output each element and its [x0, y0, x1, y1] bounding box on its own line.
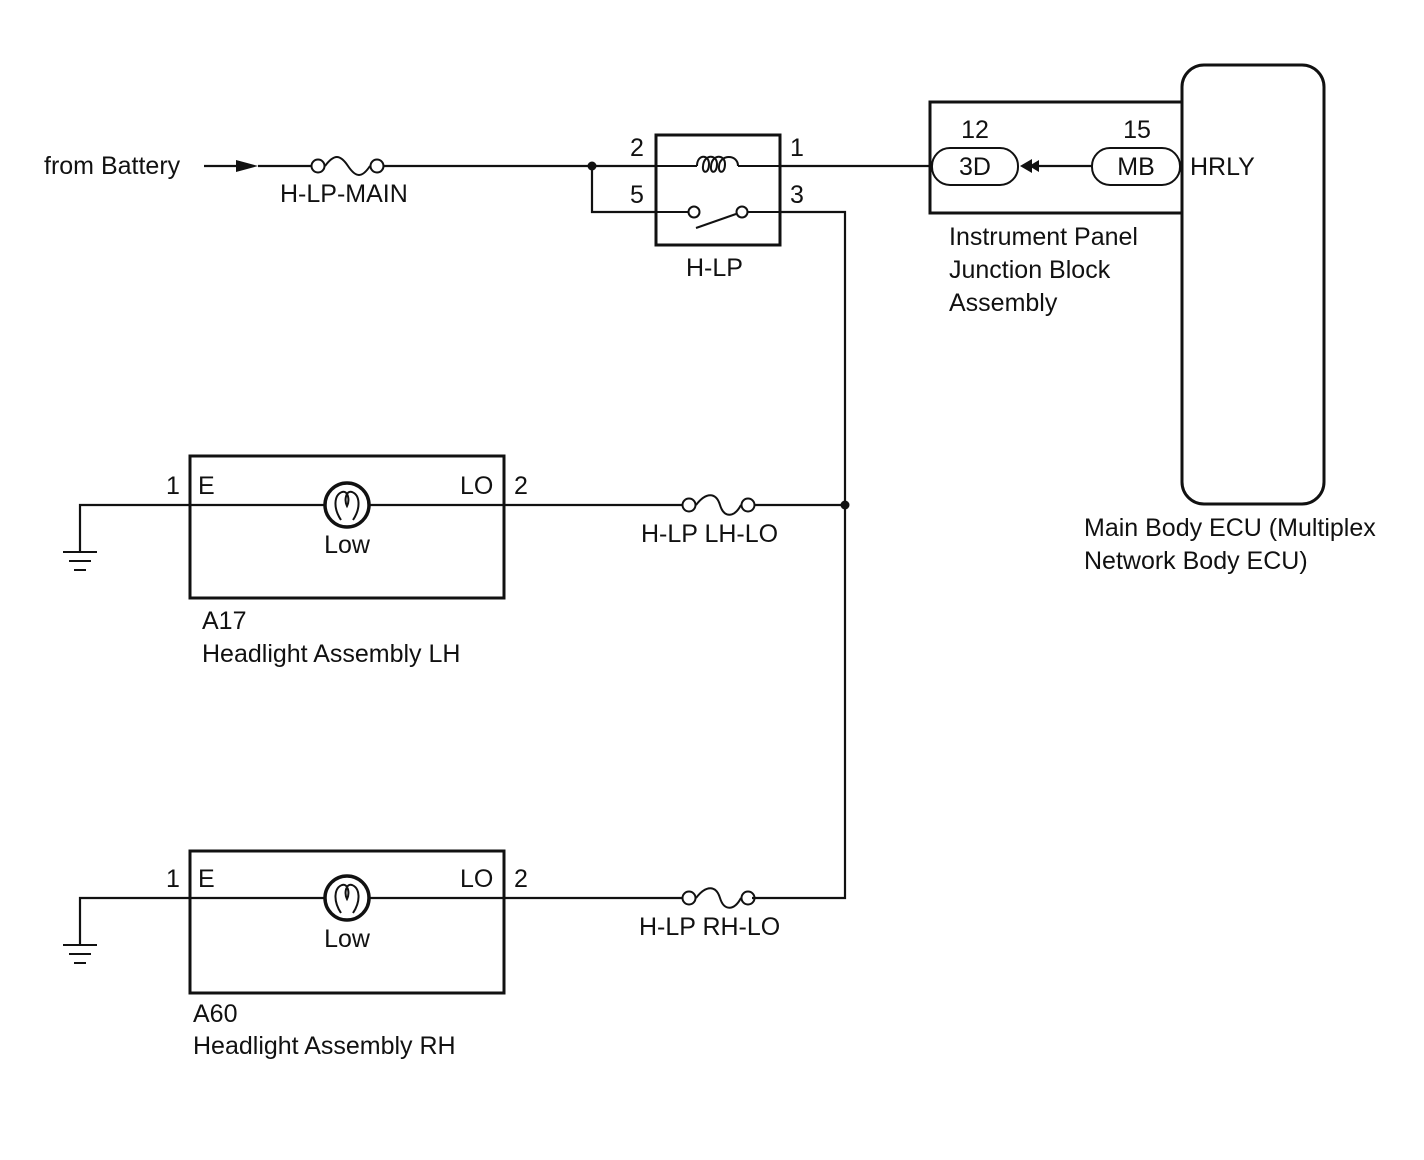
- lh-pin-1: 1: [166, 472, 180, 500]
- headlight-relay: [654, 133, 782, 247]
- relay-pin-2: 2: [630, 134, 644, 162]
- main-body-ecu: [1180, 63, 1326, 506]
- headlight-assembly-rh: [188, 849, 506, 995]
- rh-assembly-name: Headlight Assembly RH: [193, 1032, 456, 1060]
- relay-switch-feed-wire: [590, 166, 656, 214]
- connector-3d-pin: 12: [961, 116, 989, 144]
- rh-pin-1: 1: [166, 865, 180, 893]
- junction-block-name-2: Junction Block: [949, 256, 1111, 284]
- relay-pin-5: 5: [630, 181, 644, 209]
- rh-terminal-e: E: [198, 865, 215, 893]
- battery-arrow-icon: [236, 160, 258, 172]
- lh-connector-code: A17: [202, 607, 246, 635]
- rh-lo-fuse-label: H-LP RH-LO: [639, 913, 780, 941]
- ecu-terminal-hrly: HRLY: [1190, 153, 1255, 181]
- ecu-name-2: Network Body ECU): [1084, 547, 1308, 575]
- lh-terminal-e: E: [198, 472, 215, 500]
- rh-connector-code: A60: [193, 1000, 237, 1028]
- relay-pin-3: 3: [790, 181, 804, 209]
- battery-source-label: from Battery: [44, 152, 181, 180]
- relay-to-headlights-wire: [752, 210, 847, 900]
- lh-ground-icon: [63, 551, 97, 571]
- headlight-assembly-lh: [188, 454, 506, 600]
- rh-lo-fuse-icon: [681, 887, 756, 909]
- lh-assembly-name: Headlight Assembly LH: [202, 640, 460, 668]
- lh-lo-fuse-icon: [681, 494, 756, 516]
- connector-mb-pin: 15: [1123, 116, 1151, 144]
- lh-ground-wire: [78, 503, 190, 552]
- relay-pin-1: 1: [790, 134, 804, 162]
- lh-pin-2: 2: [514, 472, 528, 500]
- relay-name-label: H-LP: [686, 254, 743, 282]
- relay-coil-icon: [656, 155, 780, 173]
- junction-block-name-3: Assembly: [949, 289, 1058, 317]
- rh-pin-2: 2: [514, 865, 528, 893]
- connector-3d: [931, 147, 1019, 186]
- lh-bulb-icon: [323, 481, 371, 529]
- junction-block-name-1: Instrument Panel: [949, 223, 1138, 251]
- lh-lo-fuse-label: H-LP LH-LO: [641, 520, 778, 548]
- ecu-name-1: Main Body ECU (Multiplex: [1084, 514, 1376, 542]
- connector-3d-label: 3D: [959, 153, 991, 181]
- main-fuse-icon: [310, 156, 385, 176]
- rh-bulb-icon: [323, 874, 371, 922]
- rh-terminal-lo: LO: [460, 865, 493, 893]
- rh-ground-wire: [78, 896, 190, 945]
- in-line-connector-icon: [1020, 159, 1039, 173]
- rh-ground-icon: [63, 944, 97, 964]
- main-fuse-label: H-LP-MAIN: [280, 180, 408, 208]
- connector-mb-label: MB: [1117, 153, 1155, 181]
- lh-bulb-label: Low: [324, 531, 371, 559]
- relay-switch-icon: [656, 205, 780, 229]
- rh-bulb-label: Low: [324, 925, 371, 953]
- lh-terminal-lo: LO: [460, 472, 493, 500]
